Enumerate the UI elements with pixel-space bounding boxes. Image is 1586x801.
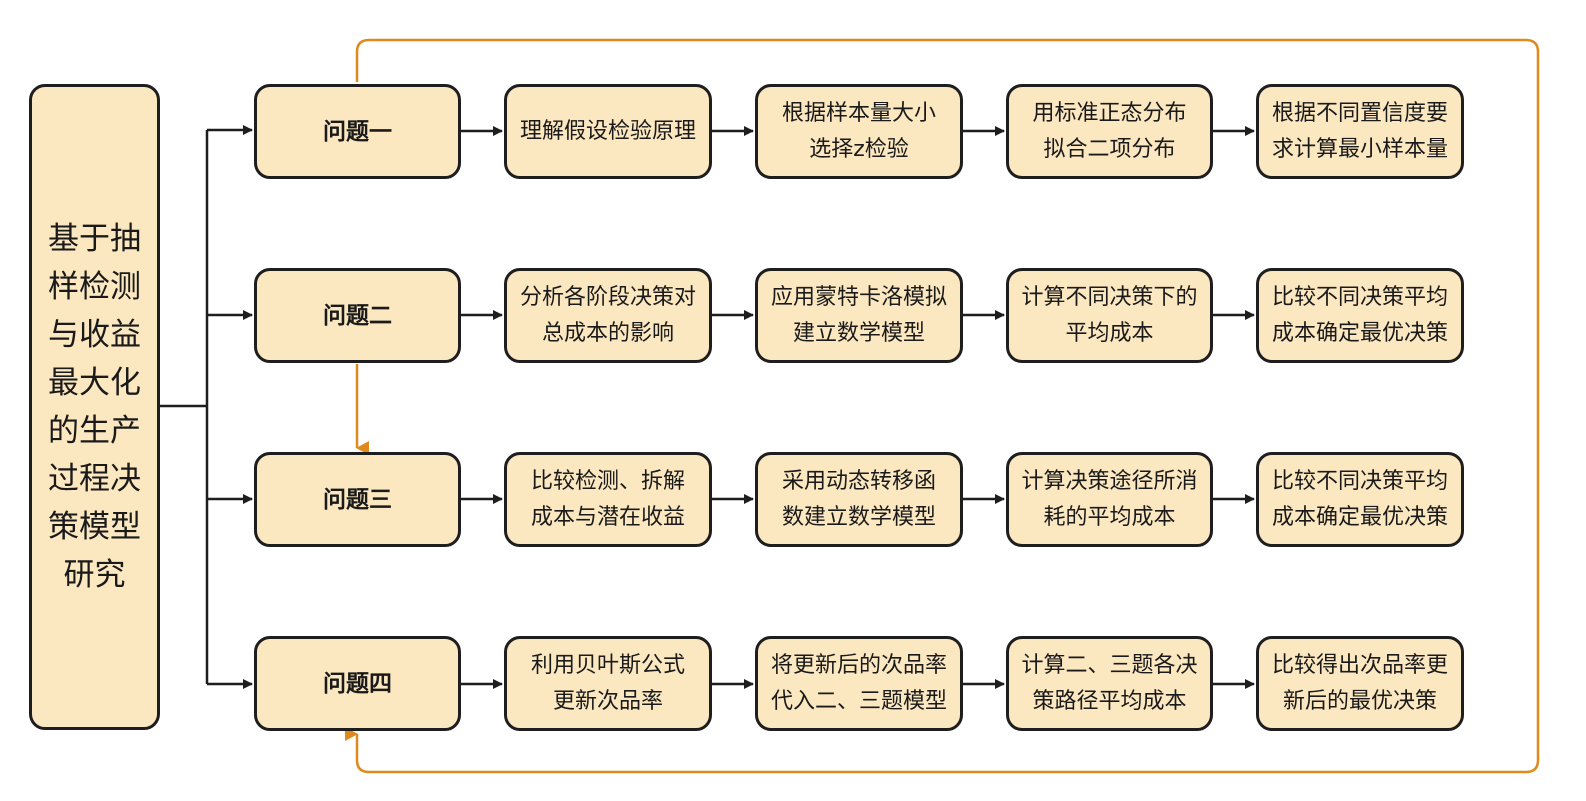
question-3-label: 问题三 [323, 486, 392, 513]
row2-step2-text: 应用蒙特卡洛模拟 建立数学模型 [770, 284, 947, 346]
question-3-box: 问题三 [254, 452, 461, 547]
row1-step1-box: 理解假设检验原理 [504, 84, 712, 179]
row4-step1-box: 利用贝叶斯公式 更新次品率 [504, 636, 712, 731]
question-1-box: 问题一 [254, 84, 461, 179]
question-4-box: 问题四 [254, 636, 461, 731]
row3-step3-box: 计算决策途径所消 耗的平均成本 [1006, 452, 1213, 547]
question-1-label: 问题一 [323, 118, 392, 145]
row2-step1-box: 分析各阶段决策对 总成本的影响 [504, 268, 712, 363]
row4-step3-text: 计算二、三题各决 策路径平均成本 [1021, 652, 1198, 714]
row1-step4-text: 根据不同置信度要 求计算最小样本量 [1271, 100, 1448, 162]
row3-step4-text: 比较不同决策平均 成本确定最优决策 [1271, 468, 1448, 530]
row1-step2-text: 根据样本量大小 选择z检验 [781, 100, 936, 162]
row1-step3-text: 用标准正态分布 拟合二项分布 [1032, 100, 1187, 162]
row3-step1-text: 比较检测、拆解 成本与潜在收益 [530, 468, 685, 530]
row3-step4-box: 比较不同决策平均 成本确定最优决策 [1256, 452, 1464, 547]
row1-step2-box: 根据样本量大小 选择z检验 [755, 84, 963, 179]
row3-step3-text: 计算决策途径所消 耗的平均成本 [1021, 468, 1198, 530]
row2-step3-text: 计算不同决策下的 平均成本 [1021, 284, 1198, 346]
row4-step2-box: 将更新后的次品率 代入二、三题模型 [755, 636, 963, 731]
row4-step2-text: 将更新后的次品率 代入二、三题模型 [770, 652, 947, 714]
row4-step3-box: 计算二、三题各决 策路径平均成本 [1006, 636, 1213, 731]
row4-step4-text: 比较得出次品率更 新后的最优决策 [1271, 652, 1448, 714]
feedback-loop-arrow [345, 38, 1540, 774]
row2-step4-text: 比较不同决策平均 成本确定最优决策 [1271, 284, 1448, 346]
row4-step4-box: 比较得出次品率更 新后的最优决策 [1256, 636, 1464, 731]
row3-step1-box: 比较检测、拆解 成本与潜在收益 [504, 452, 712, 547]
question-4-label: 问题四 [323, 670, 392, 697]
row4-step1-text: 利用贝叶斯公式 更新次品率 [530, 652, 685, 714]
question-2-label: 问题二 [323, 302, 392, 329]
row2-step1-text: 分析各阶段决策对 总成本的影响 [519, 284, 696, 346]
research-title-box: 基于抽 样检测 与收益 最大化 的生产 过程决 策模型 研究 [29, 84, 160, 730]
row3-step2-text: 采用动态转移函 数建立数学模型 [781, 468, 936, 530]
row1-step4-box: 根据不同置信度要 求计算最小样本量 [1256, 84, 1464, 179]
research-title: 基于抽 样检测 与收益 最大化 的生产 过程决 策模型 研究 [48, 221, 141, 593]
row1-step3-box: 用标准正态分布 拟合二项分布 [1006, 84, 1213, 179]
row1-step1-text: 理解假设检验原理 [519, 118, 696, 144]
question-2-box: 问题二 [254, 268, 461, 363]
row2-step3-box: 计算不同决策下的 平均成本 [1006, 268, 1213, 363]
row2-step2-box: 应用蒙特卡洛模拟 建立数学模型 [755, 268, 963, 363]
row3-step2-box: 采用动态转移函 数建立数学模型 [755, 452, 963, 547]
row2-step4-box: 比较不同决策平均 成本确定最优决策 [1256, 268, 1464, 363]
